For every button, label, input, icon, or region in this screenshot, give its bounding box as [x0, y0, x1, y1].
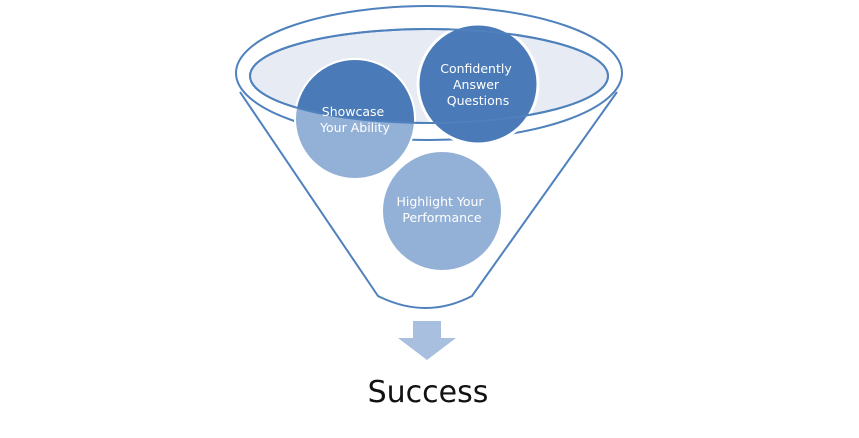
- funnel-inner-rim-edge: [249, 28, 609, 124]
- item-confidently-label: Confidently Answer Questions: [440, 61, 515, 108]
- item-confidently-line-1: Confidently: [440, 61, 512, 76]
- item-highlight-line-2: Performance: [402, 210, 482, 225]
- item-showcase-label: Showcase Your Ability: [319, 104, 390, 135]
- item-highlight-line-1: Highlight Your: [396, 194, 484, 209]
- item-showcase-line-1: Showcase: [322, 104, 385, 119]
- success-label: Success: [368, 375, 489, 410]
- item-confidently-line-2: Answer: [453, 77, 500, 92]
- circle-confidently: [416, 22, 540, 146]
- item-confidently-line-3: Questions: [447, 93, 509, 108]
- circle-highlight: [381, 150, 503, 272]
- item-showcase-line-2: Your Ability: [319, 120, 390, 135]
- down-arrow-icon: [398, 321, 456, 360]
- item-highlight-label: Highlight Your Performance: [396, 194, 487, 225]
